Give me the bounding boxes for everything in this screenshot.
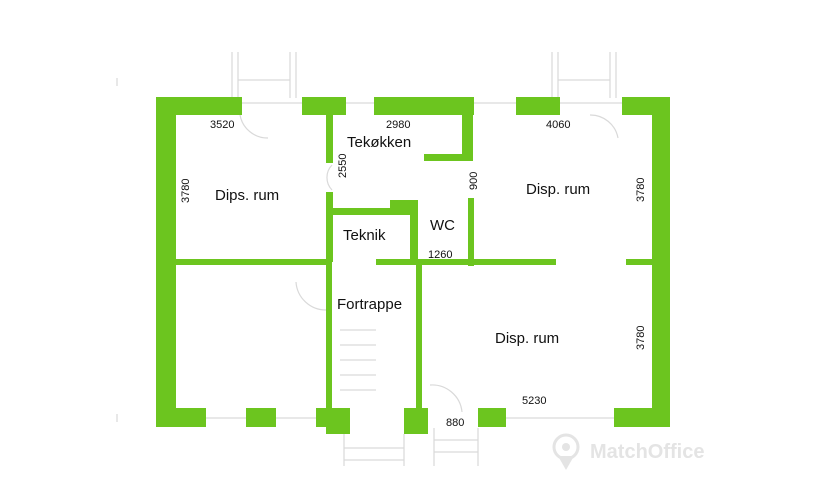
- wall-right: [652, 97, 670, 427]
- dim-2550: 2550: [337, 154, 349, 178]
- wall-bottom-6: [614, 408, 670, 427]
- dim-3780-left: 3780: [180, 179, 192, 203]
- watermark-text: MatchOffice: [590, 441, 704, 463]
- dim-900: 900: [468, 172, 480, 190]
- wall-top-2: [302, 97, 346, 115]
- dim-4060: 4060: [546, 119, 570, 131]
- wall-interior-v1-upper: [326, 115, 333, 163]
- thin-details: [116, 52, 622, 466]
- door-swings: [239, 114, 619, 413]
- stair-bottom-entrance: [343, 434, 405, 466]
- watermark: MatchOffice: [552, 433, 704, 470]
- inner-stairs: [340, 329, 376, 391]
- wall-teknik-right: [410, 200, 418, 264]
- wall-wc-right: [468, 198, 474, 266]
- entrance-post-right: [404, 418, 428, 434]
- stair-bottom-right: [433, 428, 479, 466]
- dim-3780-lower-right: 3780: [635, 326, 647, 350]
- room-tekokken: Tekøkken: [347, 134, 411, 151]
- dimension-labels: 3520 2980 4060 3780 2550 900 3780 1260 3…: [180, 119, 647, 429]
- stair-right-top: [551, 52, 617, 98]
- location-pin-icon: [552, 433, 580, 470]
- dim-1260: 1260: [428, 249, 452, 261]
- wall-top-1: [156, 97, 242, 115]
- wall-horizontal-mid: [376, 259, 556, 265]
- room-teknik: Teknik: [343, 227, 386, 244]
- dim-2980: 2980: [386, 119, 410, 131]
- dim-5230: 5230: [522, 395, 546, 407]
- wall-service-top: [333, 208, 390, 215]
- dim-880: 880: [446, 417, 464, 429]
- wall-horizontal-left: [176, 259, 332, 265]
- wall-top-3: [374, 97, 474, 115]
- stair-left-top: [231, 52, 297, 98]
- wall-left: [156, 97, 176, 427]
- wall-interior-v1-lower: [326, 192, 333, 262]
- wall-top-4: [516, 97, 560, 115]
- wall-kitchen-bottom: [424, 154, 473, 161]
- room-disp-rum-right: Disp. rum: [526, 181, 590, 198]
- entrance-post-left: [326, 418, 350, 434]
- room-wc: WC: [430, 217, 455, 234]
- wall-bottom-2: [246, 408, 276, 427]
- dim-3520: 3520: [210, 119, 234, 131]
- wall-interior-v1-bottom: [326, 264, 332, 416]
- room-dips-rum: Dips. rum: [215, 187, 279, 204]
- room-fortrappe: Fortrappe: [337, 296, 402, 313]
- wall-bottom-1: [156, 408, 206, 427]
- wall-bottom-5: [478, 408, 506, 427]
- wall-interior-v2: [416, 264, 422, 416]
- room-disp-rum-bottom: Disp. rum: [495, 330, 559, 347]
- wall-horizontal-right: [626, 259, 652, 265]
- room-labels: Dips. rum Tekøkken Disp. rum Teknik WC F…: [215, 134, 590, 347]
- dim-3780-right: 3780: [635, 178, 647, 202]
- walls: [156, 97, 670, 434]
- wall-kitchen-right: [462, 115, 473, 157]
